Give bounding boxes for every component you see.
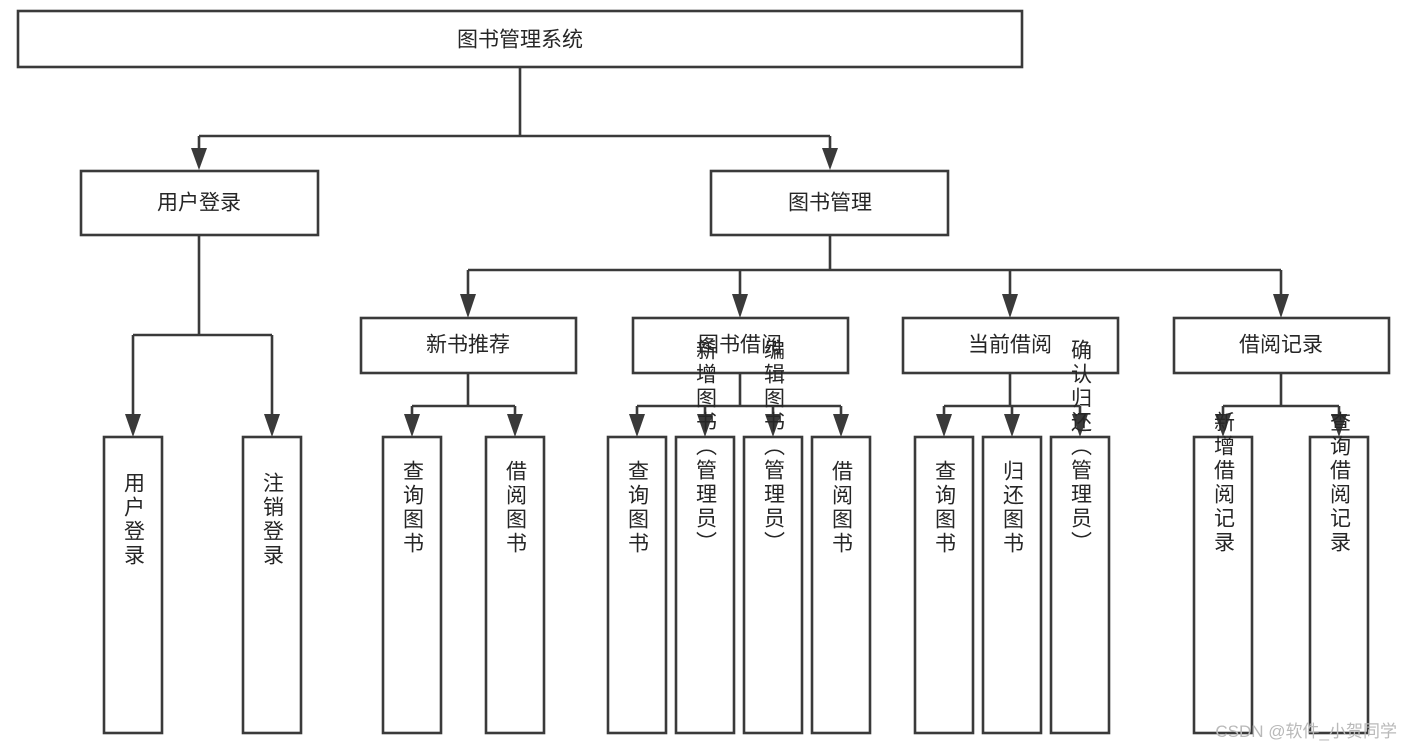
arrow-new-book-leaf1-icon — [404, 414, 420, 437]
leaf-current-borrow-0[interactable]: 查询图书 — [913, 435, 975, 735]
leaf-label: 借阅图书 — [504, 460, 528, 556]
leaf-box — [674, 435, 736, 735]
leaf-label: 编辑图书（管理员） — [762, 339, 786, 555]
node-current-borrow[interactable]: 当前借阅 — [901, 316, 1120, 375]
leaf-label: 归还图书 — [1001, 460, 1025, 556]
leaf-box — [913, 435, 975, 735]
arrow-book-borrow-leaf1-icon — [629, 414, 645, 437]
arrow-current-borrow-leaf3-icon — [1072, 414, 1088, 437]
leaf-box — [484, 435, 546, 735]
leaf-box — [1308, 435, 1370, 735]
node-book-manage[interactable]: 图书管理 — [709, 169, 950, 237]
leaf-borrow-record-0[interactable]: 新增借阅记录 — [1192, 411, 1254, 735]
book-borrow-box — [631, 316, 850, 375]
leaf-label: 新增图书（管理员） — [694, 339, 718, 555]
node-root[interactable]: 图书管理系统 — [16, 9, 1024, 69]
leaf-box — [981, 435, 1043, 735]
arrow-current-borrow-leaf2-icon — [1004, 414, 1020, 437]
leaf-box — [1192, 435, 1254, 735]
arrow-borrow-record-leaf1-icon — [1215, 414, 1231, 437]
arrow-to-current-borrow-icon — [1002, 294, 1018, 318]
root-box — [16, 9, 1024, 69]
borrow-record-box — [1172, 316, 1391, 375]
arrow-to-book-borrow-icon — [732, 294, 748, 318]
user-login-label: 用户登录 — [157, 192, 241, 215]
arrow-user-login-leaf2-icon — [264, 414, 280, 437]
leaf-label: 用户登录 — [122, 472, 146, 568]
node-new-book-recommend[interactable]: 新书推荐 — [359, 316, 578, 375]
leaf-new-book-recommend-0[interactable]: 查询图书 — [381, 435, 443, 735]
leaf-book-borrow-0[interactable]: 查询图书 — [606, 435, 668, 735]
leaf-label: 查询图书 — [933, 460, 957, 556]
current-borrow-box — [901, 316, 1120, 375]
node-borrow-record[interactable]: 借阅记录 — [1172, 316, 1391, 375]
leaf-box — [742, 435, 804, 735]
leaf-book-borrow-2[interactable]: 编辑图书（管理员） — [742, 339, 804, 735]
book-manage-label: 图书管理 — [788, 192, 872, 215]
leaf-current-borrow-1[interactable]: 归还图书 — [981, 435, 1043, 735]
leaf-label: 注销登录 — [261, 472, 285, 568]
leaf-borrow-record-1[interactable]: 查询借阅记录 — [1308, 411, 1370, 735]
leaf-current-borrow-2[interactable]: 确认归还（管理员） — [1049, 339, 1111, 735]
arrow-to-user-login-icon — [191, 148, 207, 170]
leaf-box — [606, 435, 668, 735]
leaf-box — [810, 435, 872, 735]
arrow-book-borrow-leaf2-icon — [697, 414, 713, 437]
node-user-login[interactable]: 用户登录 — [79, 169, 320, 237]
leaf-user-login-0[interactable]: 用户登录 — [102, 435, 164, 735]
new-book-recommend-box — [359, 316, 578, 375]
new-book-recommend-label: 新书推荐 — [426, 334, 510, 357]
leaf-box — [241, 435, 303, 735]
current-borrow-label: 当前借阅 — [968, 334, 1052, 357]
arrow-to-new-book-icon — [460, 294, 476, 318]
arrow-to-book-manage-icon — [822, 148, 838, 170]
arrow-user-login-leaf1-icon — [125, 414, 141, 437]
leaf-label: 查询借阅记录 — [1328, 411, 1352, 555]
book-manage-box — [709, 169, 950, 237]
arrow-current-borrow-leaf1-icon — [936, 414, 952, 437]
borrow-record-label: 借阅记录 — [1239, 334, 1323, 357]
leaf-label: 借阅图书 — [830, 460, 854, 556]
leaf-label: 查询图书 — [401, 460, 425, 556]
arrow-new-book-leaf2-icon — [507, 414, 523, 437]
root-label: 图书管理系统 — [457, 29, 583, 52]
node-book-borrow[interactable]: 图书借阅 — [631, 316, 850, 375]
book-borrow-label: 图书借阅 — [698, 334, 782, 357]
leaf-label: 查询图书 — [626, 460, 650, 556]
leaf-new-book-recommend-1[interactable]: 借阅图书 — [484, 435, 546, 735]
leaf-label: 新增借阅记录 — [1212, 411, 1236, 555]
leaf-label: 确认归还（管理员） — [1069, 339, 1093, 555]
leaf-box — [102, 435, 164, 735]
leaf-book-borrow-3[interactable]: 借阅图书 — [810, 435, 872, 735]
arrow-borrow-record-leaf2-icon — [1331, 414, 1347, 437]
leaf-book-borrow-1[interactable]: 新增图书（管理员） — [674, 339, 736, 735]
arrow-book-borrow-leaf3-icon — [765, 414, 781, 437]
arrow-book-borrow-leaf4-icon — [833, 414, 849, 437]
arrow-to-borrow-record-icon — [1273, 294, 1289, 318]
leaf-box — [1049, 435, 1111, 735]
leaf-user-login-1[interactable]: 注销登录 — [241, 435, 303, 735]
leaf-box — [381, 435, 443, 735]
